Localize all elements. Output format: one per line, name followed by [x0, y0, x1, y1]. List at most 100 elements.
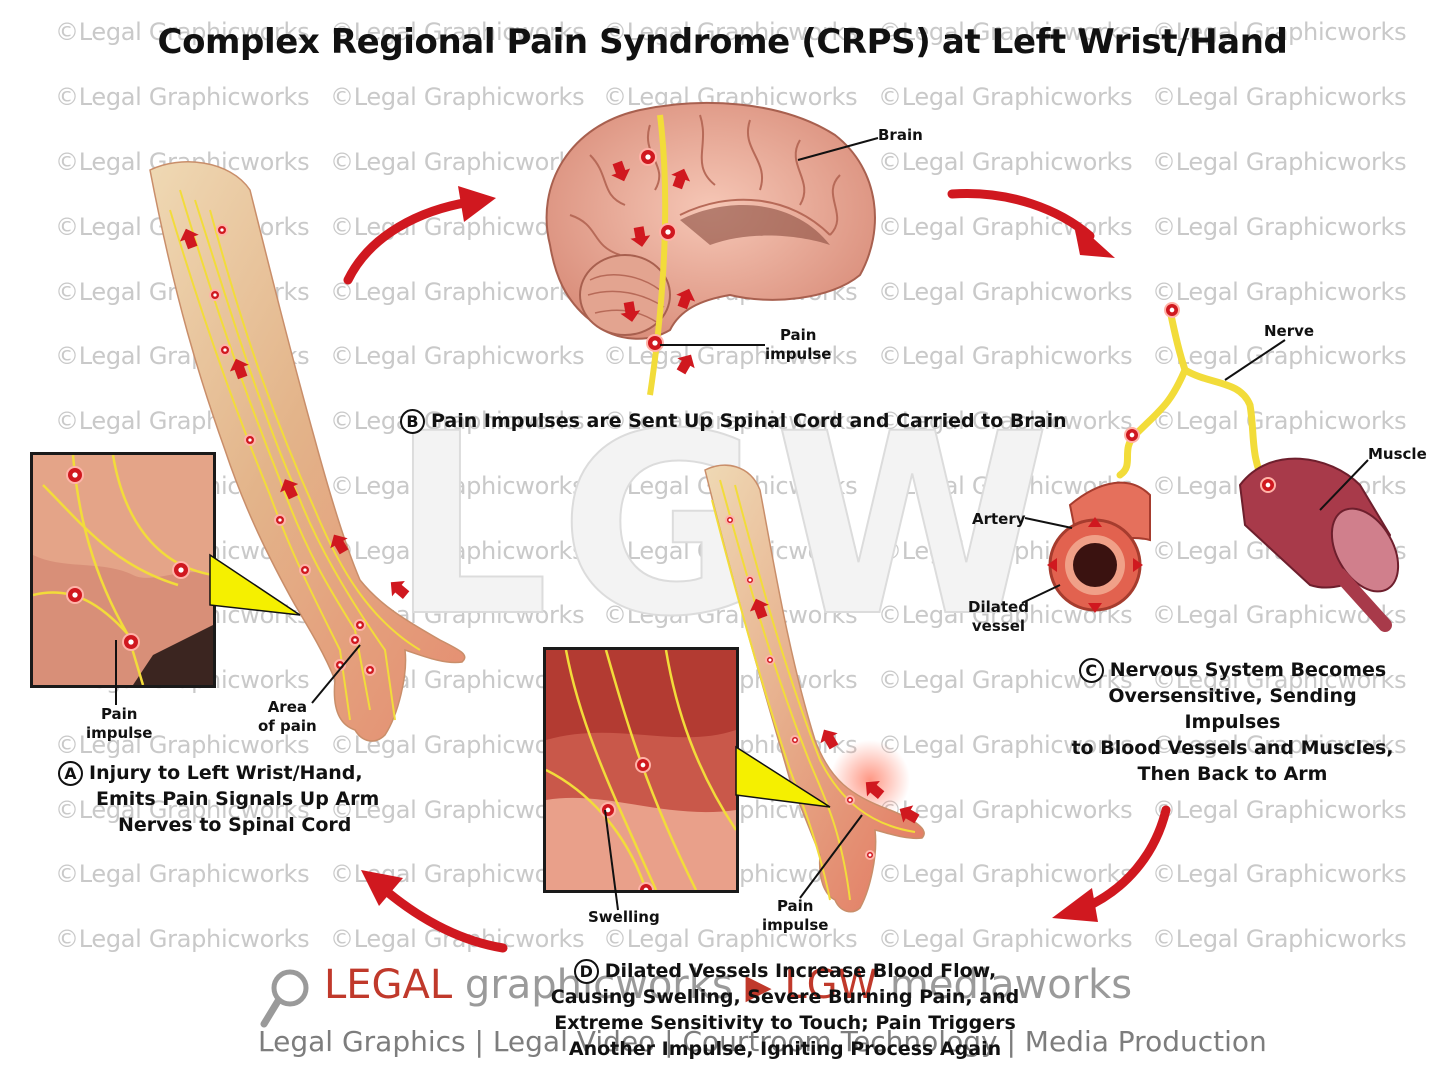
pain-point-center [665, 229, 671, 235]
impulse-arrow-icon [899, 805, 920, 824]
label-brain: Brain [878, 126, 923, 144]
inset-d-callout [735, 745, 831, 808]
caption-d-line: Causing Swelling, Severe Burning Pain, a… [550, 986, 1020, 1008]
impulse-arrow-icon [611, 160, 631, 182]
impulse-arrow-icon [229, 358, 249, 380]
arrow-d-to-a [361, 870, 508, 953]
label-line: impulse [765, 345, 832, 363]
impulse-arrow-icon [676, 354, 695, 375]
brand-mediaworks: mediaworks [889, 962, 1133, 1008]
pain-point-center [1169, 307, 1175, 313]
label-area-of-pain: Area of pain [258, 698, 317, 736]
label-swelling: Swelling [588, 908, 660, 926]
pain-point-center [303, 568, 307, 572]
label-line: Pain [776, 897, 814, 915]
label-line: Area [267, 698, 308, 716]
pain-point-center [358, 623, 362, 627]
pain-point-center [793, 738, 797, 742]
pain-point-center [645, 154, 651, 160]
pain-point-center [652, 340, 658, 346]
pain-point-center [748, 578, 752, 582]
brand-graphicworks: graphicworks [464, 962, 733, 1008]
label-artery: Artery [972, 510, 1026, 528]
brand-legal: LEGAL [324, 962, 453, 1008]
impulse-arrow-icon [671, 168, 691, 190]
arrow-a-to-b [343, 186, 496, 285]
impulse-arrow-icon [749, 598, 769, 620]
pain-point-center [868, 853, 872, 857]
impulse-arrow-icon [280, 479, 299, 500]
arm-d-illustration [704, 464, 925, 913]
impulse-arrow-icon [630, 226, 651, 247]
caption-d-line: Extreme Sensitivity to Touch; Pain Trigg… [554, 1012, 1016, 1034]
marker-a: A [58, 761, 83, 786]
label-dilated-vessel: Dilated vessel [968, 598, 1029, 636]
pain-point-center [338, 663, 342, 667]
label-line: impulse [86, 724, 153, 742]
pain-point-center [178, 567, 184, 573]
caption-c-line: Oversensitive, Sending Impulses [1108, 685, 1357, 733]
arrow-b-to-c [947, 188, 1115, 258]
caption-a-line: Emits Pain Signals Up Arm [96, 788, 380, 810]
pain-point-center [643, 887, 649, 890]
caption-c-line: to Blood Vessels and Muscles, [1071, 737, 1394, 759]
label-muscle: Muscle [1368, 445, 1427, 463]
nerve-artery-muscle-illustration [1047, 302, 1400, 632]
pain-point-center [72, 592, 78, 598]
impulse-arrow-icon [865, 781, 885, 799]
pain-point-center [220, 228, 224, 232]
label-line: impulse [762, 916, 829, 934]
caption-b-text: Pain Impulses are Sent Up Spinal Cord an… [431, 410, 1067, 432]
pain-point-center [278, 518, 282, 522]
pain-point-center [248, 438, 252, 442]
marker-c: C [1078, 658, 1104, 683]
label-line: Dilated [968, 598, 1029, 616]
marker-d: D [573, 959, 599, 984]
pain-point-center [728, 518, 732, 522]
caption-c-line: Then Back to Arm [1137, 763, 1328, 785]
pain-point-center [223, 348, 227, 352]
impulse-arrow-icon [330, 534, 349, 555]
footer-tagline: Legal Graphics | Legal Video | Courtroom… [258, 1025, 1267, 1058]
brand-wordmark: LEGAL graphicworks ▶ LGW mediaworks [324, 962, 1132, 1008]
pain-point-center [1129, 432, 1135, 438]
brand-lgw: LGW [784, 962, 878, 1008]
pain-point-center [1265, 482, 1271, 488]
pain-point-center [72, 472, 78, 478]
impulse-arrow-icon [390, 581, 410, 599]
label-nerve: Nerve [1264, 322, 1315, 340]
magnifier-icon [260, 969, 309, 1028]
impulse-arrow-icon [820, 729, 839, 750]
pain-point-center [640, 762, 646, 768]
label-line: Pain [100, 705, 138, 723]
pain-point-center [768, 658, 772, 662]
caption-a-line: Nerves to Spinal Cord [118, 814, 352, 836]
pain-point-center [605, 807, 611, 813]
pain-point-icon [638, 882, 654, 890]
arm-a-illustration [149, 161, 466, 742]
impulse-arrow-icon [620, 301, 641, 322]
impulse-arrow-icon [179, 228, 199, 250]
label-line: Pain [779, 326, 817, 344]
diagram-title: Complex Regional Pain Syndrome (CRPS) at… [157, 22, 1288, 62]
caption-d-line: Another Impulse, Igniting Process Again [568, 1038, 1002, 1060]
pain-point-center [213, 293, 217, 297]
inset-a-illustration [33, 455, 213, 685]
impulse-arrow-icon [676, 288, 696, 310]
inset-d-wrist-closeup [543, 647, 739, 893]
pain-point-center [353, 638, 357, 642]
label-arm-d-pain-impulse: Pain impulse [762, 897, 828, 935]
pain-point-center [848, 798, 852, 802]
inset-a-callout [209, 553, 301, 616]
inset-a-hand-closeup [30, 452, 216, 688]
play-icon: ▶ [745, 967, 772, 1007]
